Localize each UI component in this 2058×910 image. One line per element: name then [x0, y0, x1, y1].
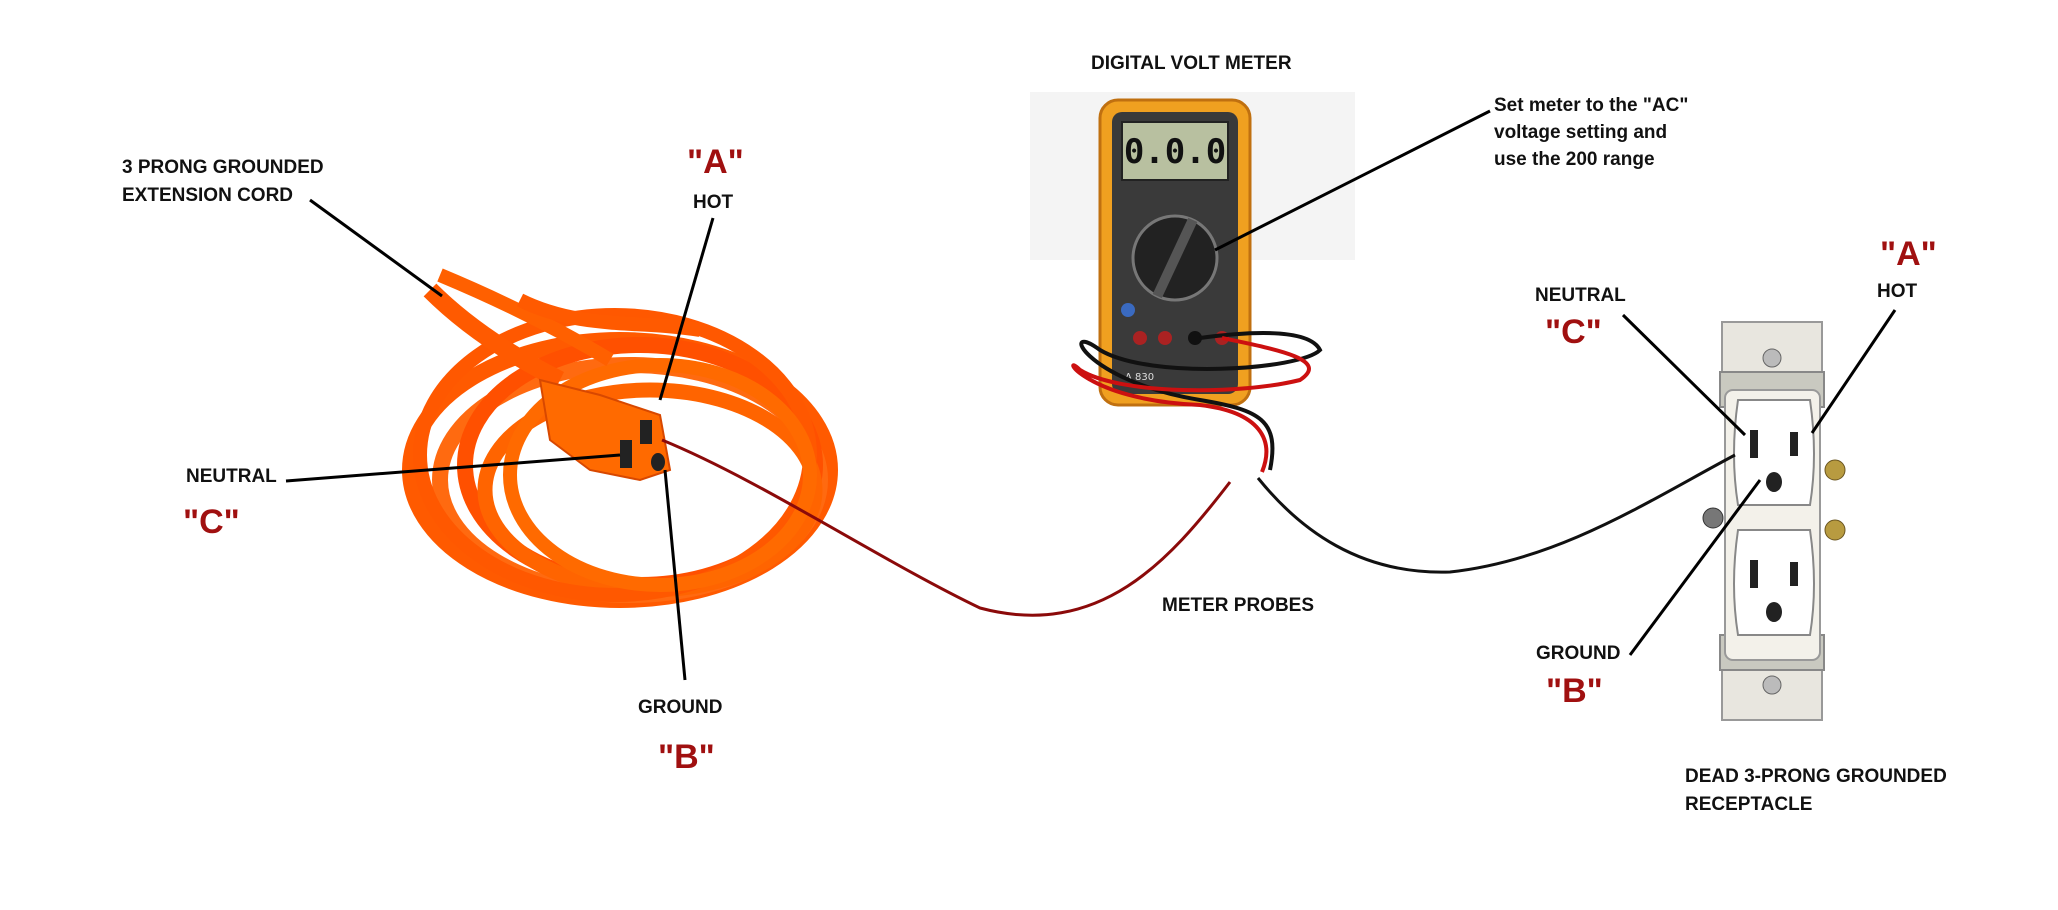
cord-hot-letter: "A" — [687, 143, 744, 181]
receptacle-image — [1702, 321, 1846, 721]
receptacle-neutral-letter: "C" — [1545, 313, 1602, 351]
cord-neutral-label: NEUTRAL — [186, 466, 277, 487]
receptacle-caption-line1: DEAD 3-PRONG GROUNDED — [1685, 766, 1947, 787]
cord-ground-label: GROUND — [638, 697, 723, 718]
svg-text:A 830: A 830 — [1125, 372, 1154, 383]
receptacle-hot-slot — [1790, 432, 1798, 456]
receptacle-neutral-slot — [1750, 430, 1758, 458]
cord-ground-letter: "B" — [658, 738, 715, 776]
red-probe-wire — [661, 438, 1232, 617]
cord-hot-label: HOT — [693, 192, 734, 213]
receptacle-hot-letter: "A" — [1880, 235, 1937, 273]
meter-note-line2: voltage setting and — [1494, 122, 1668, 143]
leader-lines — [285, 109, 1897, 681]
meter-note-line1: Set meter to the "AC" — [1494, 95, 1689, 116]
black-probe-wire — [1256, 453, 1736, 574]
receptacle-ground-hole — [1766, 472, 1782, 492]
digital-volt-meter-image: 0.0.0 A 830 — [1030, 92, 1355, 473]
meter-note-line3: use the 200 range — [1494, 149, 1655, 170]
receptacle-hot-label: HOT — [1877, 281, 1918, 302]
receptacle-neutral-label: NEUTRAL — [1535, 285, 1626, 306]
receptacle-ground-letter: "B" — [1546, 672, 1603, 710]
receptacle-ground-label: GROUND — [1536, 643, 1621, 664]
meter-display: 0.0.0 — [1124, 132, 1226, 172]
cord-caption-line2: EXTENSION CORD — [122, 185, 294, 206]
neutral-slot — [620, 440, 632, 468]
meter-title: DIGITAL VOLT METER — [1091, 53, 1292, 74]
extension-cord-image — [402, 268, 838, 615]
meter-probes-label: METER PROBES — [1162, 595, 1315, 616]
cord-neutral-letter: "C" — [183, 503, 240, 541]
hot-slot — [640, 420, 652, 444]
cord-caption-line1: 3 PRONG GROUNDED — [122, 157, 324, 178]
receptacle-caption-line2: RECEPTACLE — [1685, 794, 1813, 815]
ground-hole — [651, 453, 665, 471]
